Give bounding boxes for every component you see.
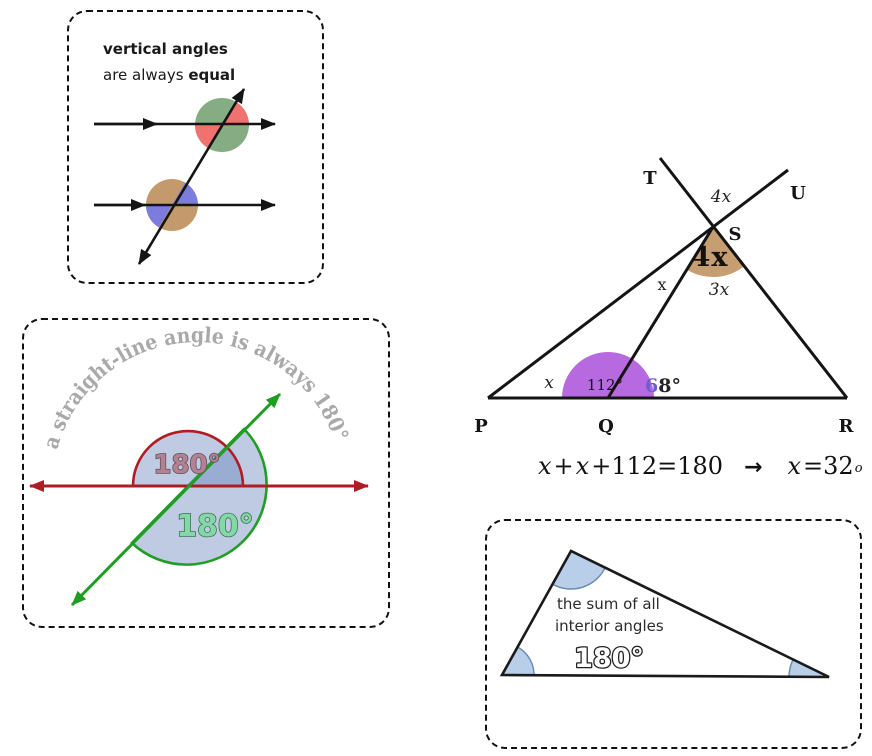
- angle-112-label: 112°: [587, 376, 623, 394]
- line-t-to-r: [658, 157, 849, 399]
- triangle-outline: [499, 549, 830, 679]
- angle-68-digit-6: 6: [645, 375, 658, 397]
- sum-caption-line2: interior angles: [555, 617, 664, 635]
- label-R: R: [839, 416, 855, 437]
- angle-68-label: 68°: [645, 375, 681, 397]
- parallel-lines: [94, 88, 276, 265]
- solution-equation: x + x +112=180 → x =32 o: [537, 452, 867, 480]
- sum-caption-line1: the sum of all: [557, 595, 660, 613]
- tan-4x-angle: [686, 227, 744, 278]
- angle-x-mid-label: x: [657, 275, 666, 294]
- caption-line-2: are always equal: [103, 66, 236, 84]
- eq-degree-sup: o: [854, 461, 863, 476]
- diagram-lines: [487, 157, 849, 400]
- pqr-diagram-svg: T U S P Q R 4x 4x 3x x x 112° 68°: [474, 157, 855, 437]
- eq-result-value: =32: [803, 452, 854, 480]
- eq-result-x: x: [787, 452, 802, 480]
- eq-lhs-rest: +112=180: [591, 452, 724, 480]
- angle-4x-top-label: 4x: [710, 187, 732, 207]
- eq-x1: x: [538, 452, 552, 480]
- caption-line-1: vertical angles: [103, 40, 228, 58]
- label-P: P: [474, 416, 488, 437]
- upper-180-label: 180°: [153, 450, 220, 480]
- implies-arrow-icon: →: [744, 455, 763, 480]
- interior-angles-box: the sum of all interior angles 180°: [485, 519, 862, 749]
- triangle-fill: [502, 551, 829, 677]
- label-S: S: [729, 224, 742, 245]
- angle-3x-label: 3x: [709, 280, 730, 300]
- label-U: U: [790, 183, 806, 204]
- top-angle-wedge: [551, 550, 607, 590]
- label-T: T: [643, 168, 657, 189]
- straight-line-angle-box: a straight-line angle is always 180° 180…: [22, 318, 390, 628]
- lower-180-label: 180°: [176, 509, 254, 544]
- transversal-line: [137, 88, 246, 265]
- green-straight-line: [70, 392, 282, 607]
- eq-plus: +: [553, 452, 574, 480]
- vertical-angles-diagram: [94, 88, 276, 265]
- vertical-angles-box: vertical angles are always equal: [67, 10, 324, 284]
- eq-x2: x: [575, 452, 590, 480]
- angle-x-at-p-label: x: [544, 373, 554, 393]
- line-q-to-s: [606, 226, 715, 399]
- angle-68-rest: 8°: [658, 375, 681, 397]
- line-p-to-u: [487, 168, 789, 400]
- sum-180-label: 180°: [574, 643, 644, 674]
- pqr-angle-diagram: T U S P Q R 4x 4x 3x x x 112° 68°: [470, 150, 872, 450]
- straight-line-diagram: a straight-line angle is always 180° 180…: [29, 322, 369, 607]
- label-Q: Q: [598, 416, 614, 437]
- interior-angles-diagram: the sum of all interior angles 180°: [499, 549, 830, 679]
- angle-4x-vertex-label: 4x: [692, 242, 729, 273]
- vertical-angles-caption: vertical angles are always equal: [103, 36, 235, 88]
- purple-112-angle: [562, 352, 654, 398]
